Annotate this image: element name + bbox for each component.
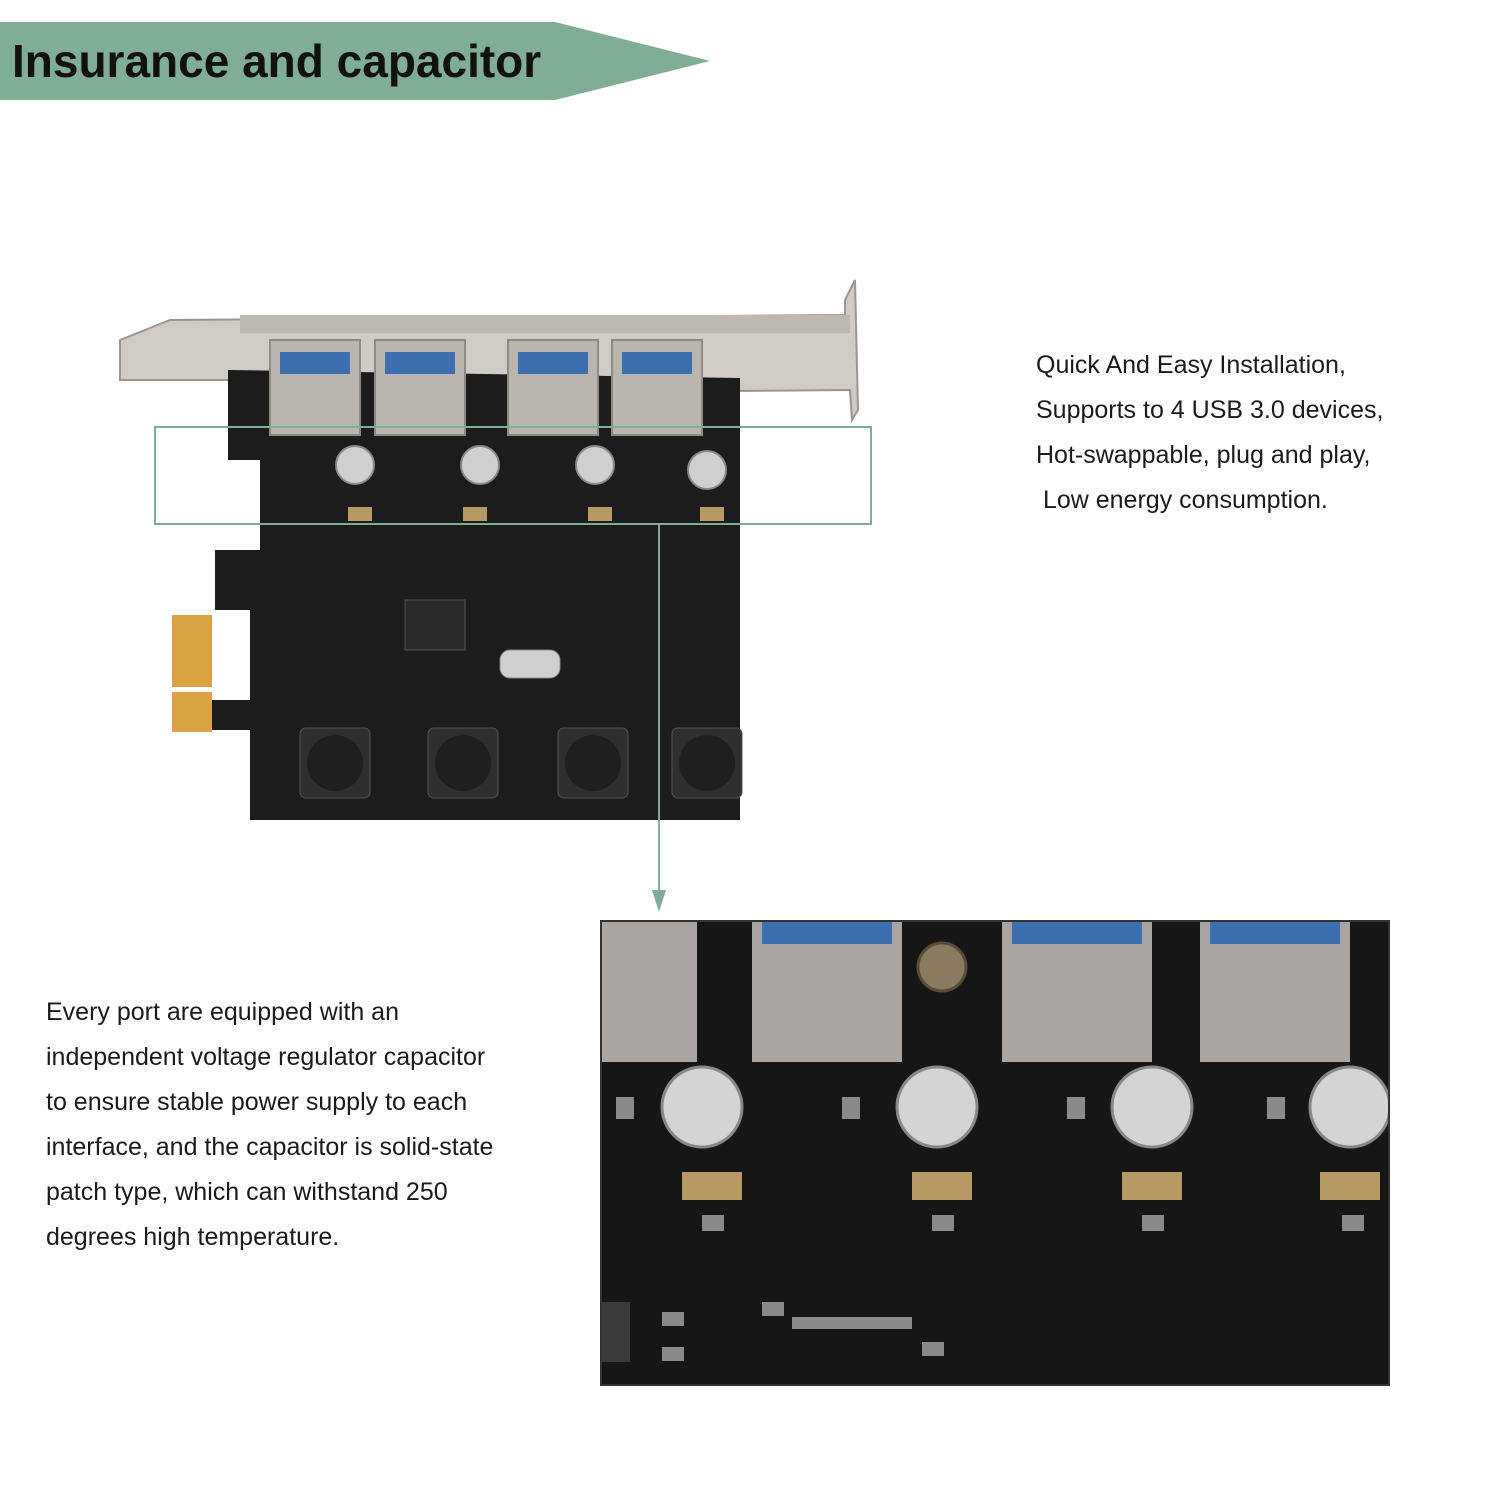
zoom-fuses — [682, 1172, 1380, 1200]
zoom-detail-illustration — [602, 922, 1388, 1384]
zoom-inductor-edge — [602, 1302, 630, 1362]
callout-arrow-icon — [652, 890, 666, 912]
description-line: degrees high temperature. — [46, 1223, 340, 1251]
product-photo — [119, 279, 860, 820]
zoom-smd-components — [616, 1097, 1364, 1361]
feature-item: Low energy consumption. — [1036, 486, 1328, 514]
feature-item: Hot-swappable, plug and play, — [1036, 441, 1371, 469]
description-line: interface, and the capacitor is solid-st… — [46, 1133, 494, 1161]
controller-chip — [404, 599, 466, 651]
zoom-screw — [916, 941, 968, 993]
feature-item: Quick And Easy Installation, — [1036, 351, 1346, 379]
pcie-gold-fingers — [172, 615, 212, 732]
feature-list: Quick And Easy Installation, Supports to… — [1036, 343, 1476, 523]
banner-title: Insurance and capacitor — [12, 35, 542, 87]
inductors — [299, 727, 743, 799]
description-text: Every port are equipped with an independ… — [46, 990, 566, 1260]
crystal-oscillator — [499, 649, 561, 679]
zoom-capacitors — [660, 1065, 1388, 1149]
zoom-detail-photo — [600, 920, 1390, 1386]
description-line: independent voltage regulator capacitor — [46, 1043, 486, 1071]
usb-ports — [269, 339, 703, 436]
description-line: patch type, which can withstand 250 — [46, 1178, 448, 1206]
zoom-usb-ports — [602, 922, 1350, 1062]
banner-arrow-shape — [0, 22, 710, 100]
header-banner: Insurance and capacitor — [0, 22, 712, 100]
description-line: Every port are equipped with an — [46, 998, 399, 1026]
feature-item: Supports to 4 USB 3.0 devices, — [1036, 396, 1384, 424]
description-line: to ensure stable power supply to each — [46, 1088, 468, 1116]
